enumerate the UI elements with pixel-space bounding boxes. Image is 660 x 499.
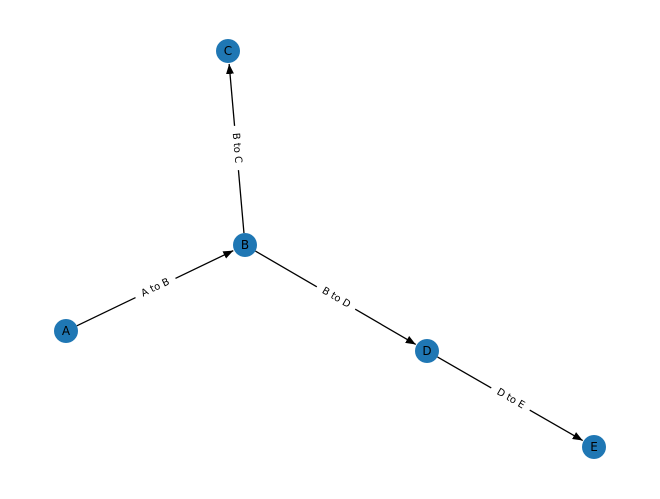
node-d: D — [415, 339, 439, 363]
edge-label-background — [132, 272, 179, 304]
node-label: A — [62, 324, 71, 338]
node-label: E — [590, 440, 598, 454]
node-label: D — [422, 344, 431, 358]
edge-label-b-d: B to D — [313, 280, 359, 316]
edge-label-text: A to B — [140, 276, 172, 299]
node-circle — [582, 435, 606, 459]
node-c: C — [216, 39, 240, 63]
node-circle — [54, 319, 78, 343]
edge-label-background — [487, 381, 534, 417]
edge-label-b-c: B to C — [227, 125, 246, 171]
node-e: E — [582, 435, 606, 459]
node-circle — [415, 339, 439, 363]
edge-label-background — [313, 280, 359, 316]
nodes-layer: A B C D E — [54, 39, 606, 459]
node-circle — [233, 233, 257, 257]
edge-label-a-b: A to B — [132, 272, 179, 304]
edge-label-text: B to C — [230, 132, 244, 163]
node-label: C — [224, 44, 232, 58]
edges-layer — [76, 63, 584, 442]
node-circle — [216, 39, 240, 63]
edge-label-d-e: D to E — [487, 381, 534, 417]
edge-label-background — [227, 125, 246, 171]
node-b: B — [233, 233, 257, 257]
node-a: A — [54, 319, 78, 343]
node-label: B — [241, 238, 249, 252]
